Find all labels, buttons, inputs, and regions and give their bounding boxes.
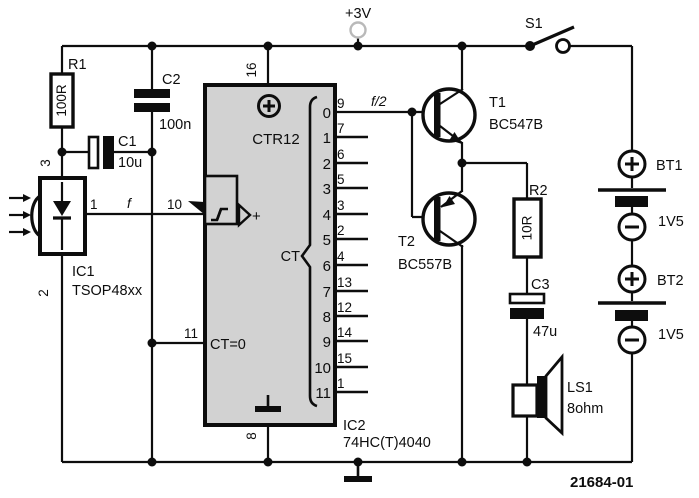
- svg-text:5: 5: [323, 232, 331, 249]
- transistor-t2: T2 BC557B: [398, 190, 477, 273]
- svg-text:1: 1: [323, 130, 331, 147]
- c1-ref: C1: [118, 134, 137, 150]
- switch-s1: S1: [525, 16, 575, 54]
- svg-text:13: 13: [337, 275, 352, 290]
- svg-text:2: 2: [337, 223, 345, 238]
- s1-ref: S1: [525, 16, 543, 32]
- c3-value: 47u: [533, 324, 557, 340]
- svg-text:9: 9: [323, 334, 331, 351]
- ic2-output-pins: 9 7 6 5 3 2 4 13 12 14 15 1: [337, 96, 353, 391]
- r1-value: 100R: [54, 84, 69, 117]
- ic1-ref: IC1: [72, 264, 95, 280]
- r2-value: 10R: [520, 215, 535, 240]
- svg-text:7: 7: [337, 121, 345, 136]
- svg-text:0: 0: [323, 105, 331, 122]
- ic2-power-icon: [257, 94, 281, 118]
- ic2-clock-signal: f/2: [371, 93, 387, 109]
- t2-part: BC557B: [398, 257, 452, 273]
- ls1-ref: LS1: [567, 380, 593, 396]
- ic1-pin-top: 3: [38, 159, 53, 167]
- c1-value: 10u: [118, 155, 142, 171]
- bt2-ref: BT2: [657, 273, 684, 289]
- ic2-pin-vcc: 16: [244, 62, 259, 77]
- t1-ref: T1: [489, 95, 506, 111]
- capacitor-c1: C1 10u: [87, 134, 142, 171]
- ic2-part: 74HC(T)4040: [343, 435, 431, 451]
- svg-text:6: 6: [337, 147, 345, 162]
- capacitor-c3: C3 47u: [508, 277, 557, 340]
- svg-text:4: 4: [323, 207, 331, 224]
- svg-text:6: 6: [323, 258, 331, 275]
- svg-text:15: 15: [337, 351, 352, 366]
- ground-icon: [344, 462, 372, 482]
- c2-value: 100n: [159, 117, 191, 133]
- battery-bt1: BT1 1V5: [598, 149, 684, 242]
- ic1-part: TSOP48xx: [72, 283, 143, 299]
- speaker-ls1: LS1 8ohm: [511, 353, 603, 437]
- svg-text:7: 7: [323, 284, 331, 301]
- ic1-pin-out: 1: [90, 197, 98, 212]
- ic2-output-stubs: [335, 135, 368, 394]
- svg-text:10: 10: [314, 360, 331, 377]
- c2-ref: C2: [162, 72, 181, 88]
- svg-text:4: 4: [337, 249, 345, 264]
- svg-text:9: 9: [337, 96, 345, 111]
- ic2-ground-icon: [255, 395, 281, 412]
- ic2-clock-input: + 10: [167, 174, 261, 228]
- ls1-value: 8ohm: [567, 401, 603, 417]
- resistor-r1: R1 100R: [49, 57, 87, 129]
- ic2-pin-clock: 10: [167, 197, 182, 212]
- board-number: 21684-01: [570, 474, 633, 491]
- svg-text:12: 12: [337, 300, 352, 315]
- edge-wedge-icon: [188, 201, 205, 215]
- svg-text:11: 11: [315, 385, 331, 402]
- ic1-signal-f: f: [127, 195, 133, 211]
- speaker-cone: [544, 353, 564, 437]
- ic2-pin-gnd: 8: [244, 432, 259, 440]
- t2-ref: T2: [398, 234, 415, 250]
- dynamic-input-icon: [237, 202, 252, 228]
- capacitor-c2: C2 100n: [134, 72, 191, 133]
- ic2-function: CTR12: [252, 131, 300, 148]
- wires: [60, 44, 634, 464]
- t1-part: BC547B: [489, 117, 543, 133]
- ic2-reset-label: CT=0: [210, 337, 246, 353]
- resistor-r2: R2 10R: [512, 183, 548, 259]
- bt1-ref: BT1: [656, 158, 683, 174]
- r1-ref: R1: [68, 57, 87, 73]
- ic2-pin-reset: 11: [184, 326, 198, 341]
- ic1-lens: [30, 194, 42, 238]
- svg-text:5: 5: [337, 172, 345, 187]
- svg-text:2: 2: [323, 156, 331, 173]
- svg-text:1: 1: [337, 376, 345, 391]
- c3-ref: C3: [531, 277, 550, 293]
- svg-text:8: 8: [323, 309, 331, 326]
- ir-arrows-icon: [9, 194, 31, 236]
- supply-terminal: +3V: [345, 6, 372, 46]
- ic2-output-bits: 0 1 2 3 4 5 6 7 8 9 10 11: [314, 105, 331, 402]
- ic1-ir-receiver: 3 2 IC1 TSOP48xx 1 f: [9, 159, 143, 299]
- svg-text:3: 3: [337, 198, 345, 213]
- svg-text:14: 14: [337, 325, 353, 340]
- transistor-t1: T1 BC547B: [421, 87, 543, 144]
- ic2-ref: IC2: [343, 418, 366, 434]
- svg-text:3: 3: [323, 181, 331, 198]
- ct-bracket: [300, 95, 318, 408]
- ic1-pin-bottom: 2: [36, 289, 51, 297]
- battery-bt2: BT2 1V5: [598, 264, 684, 355]
- supply-label: +3V: [345, 6, 372, 22]
- bt1-value: 1V5: [658, 214, 684, 230]
- r2-ref: R2: [529, 183, 548, 199]
- bt2-value: 1V5: [658, 327, 684, 343]
- hysteresis-icon: [211, 207, 228, 222]
- ic2-clock-plus: +: [252, 208, 261, 225]
- ic2-counter: CTR12 + 10 11 CT=0 16 8 CT: [167, 62, 431, 451]
- ic2-bracket-label: CT: [281, 249, 300, 265]
